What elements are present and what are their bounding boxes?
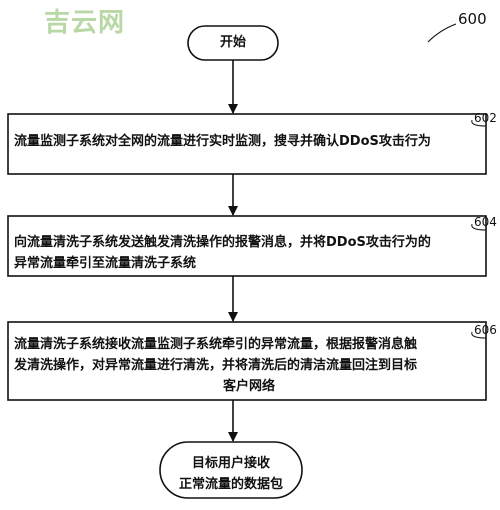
end-label: 目标用户接收 正常流量的数据包 <box>160 453 302 495</box>
process-box-606 <box>7 321 487 401</box>
step-606-text: 流量清洗子系统接收流量监测子系统牵引的异常流量，根据报警消息触 发清洗操作，对异… <box>14 334 484 397</box>
step-604-text: 向流量清洗子系统发送触发清洗操作的报警消息，并将DDoS攻击行为的 异常流量牵引… <box>14 232 484 274</box>
figure-number-leader <box>427 23 457 43</box>
step-606-line-2: 发清洗操作，对异常流量进行清洗，并将清洗后的清洁流量回注到目标 <box>14 358 418 373</box>
process-box-604 <box>7 215 487 277</box>
step-id-606: 606 <box>474 323 497 337</box>
figure-number: 600 <box>458 10 487 28</box>
end-terminal <box>159 441 303 499</box>
step-id-602: 602 <box>474 111 497 125</box>
end-label-line-1: 目标用户接收 <box>191 456 270 471</box>
step-id-604: 604 <box>474 215 497 229</box>
end-label-line-2: 正常流量的数据包 <box>178 477 283 492</box>
step-606-line-3: 客户网络 <box>222 379 275 394</box>
step-602-text: 流量监测子系统对全网的流量进行实时监测，搜寻并确认DDoS攻击行为 <box>14 131 484 152</box>
step-602-leader <box>471 119 487 127</box>
step-604-line-2: 异常流量牵引至流量清洗子系统 <box>14 256 197 271</box>
step-606-leader <box>471 331 487 339</box>
step-602-line-1: 流量监测子系统对全网的流量进行实时监测，搜寻并确认DDoS攻击行为 <box>14 134 431 149</box>
start-label: 开始 <box>219 35 246 50</box>
step-604-leader <box>471 223 487 231</box>
watermark: 吉云网 <box>44 8 126 38</box>
step-604-line-1: 向流量清洗子系统发送触发清洗操作的报警消息，并将DDoS攻击行为的 <box>14 235 431 250</box>
process-box-602 <box>7 113 487 175</box>
step-606-line-1: 流量清洗子系统接收流量监测子系统牵引的异常流量，根据报警消息触 <box>14 337 418 352</box>
